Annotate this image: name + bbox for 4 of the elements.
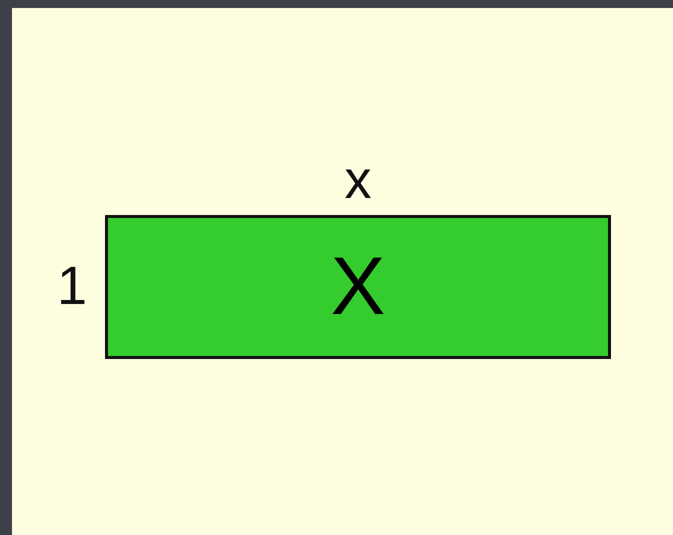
algebra-tile — [105, 215, 611, 359]
side-length-label: 1 — [56, 259, 87, 313]
tile-label: X — [330, 246, 386, 328]
side-length-label: x — [344, 153, 372, 207]
